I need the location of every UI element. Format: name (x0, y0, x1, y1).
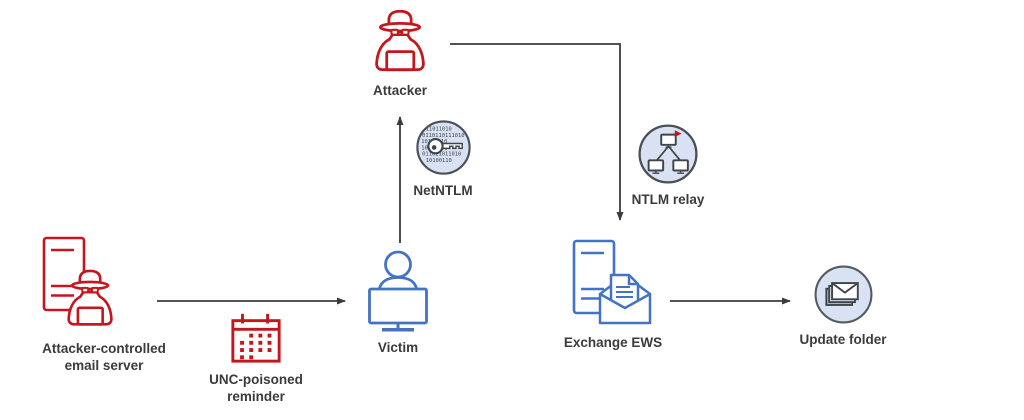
node-label: Exchange EWS (563, 335, 663, 350)
node-label: Victim (377, 340, 419, 355)
node-email-server: Attacker-controlled email server (28, 236, 180, 375)
node-unc-reminder: UNC-poisoned reminder (196, 311, 316, 406)
node-attacker: Attacker (355, 6, 445, 99)
svg-text:10100110: 10100110 (425, 158, 451, 164)
node-label: UNC-poisoned reminder (209, 372, 303, 405)
node-ntlm-relay: NTLM relay (618, 123, 718, 208)
node-label: Update folder (799, 332, 887, 347)
node-exchange-ews: Exchange EWS (553, 238, 673, 351)
node-netntlm: 11011010 0110110111010 10110110 10101101… (400, 119, 486, 199)
svg-text:11011010: 11011010 (425, 127, 451, 133)
person-workstation-icon (368, 250, 428, 332)
key-binary-icon: 11011010 0110110111010 10110110 10101101… (415, 120, 471, 175)
node-label: Attacker (372, 83, 428, 98)
svg-text:011011011010: 011011011010 (422, 152, 461, 158)
mail-stack-icon (814, 265, 872, 324)
svg-text:0110110111010: 0110110111010 (422, 133, 464, 139)
arrow-attacker-to-exchange (450, 43, 624, 221)
node-label: NTLM relay (631, 192, 705, 207)
network-nodes-icon (638, 124, 698, 184)
node-victim: Victim (358, 249, 438, 356)
node-label: NetNTLM (413, 183, 473, 198)
server-spy-icon (42, 236, 113, 326)
calendar-icon (231, 313, 281, 363)
server-mail-icon (572, 239, 652, 325)
spy-icon (375, 9, 425, 72)
node-update-folder: Update folder (783, 264, 903, 348)
node-label: Attacker-controlled email server (42, 341, 166, 374)
